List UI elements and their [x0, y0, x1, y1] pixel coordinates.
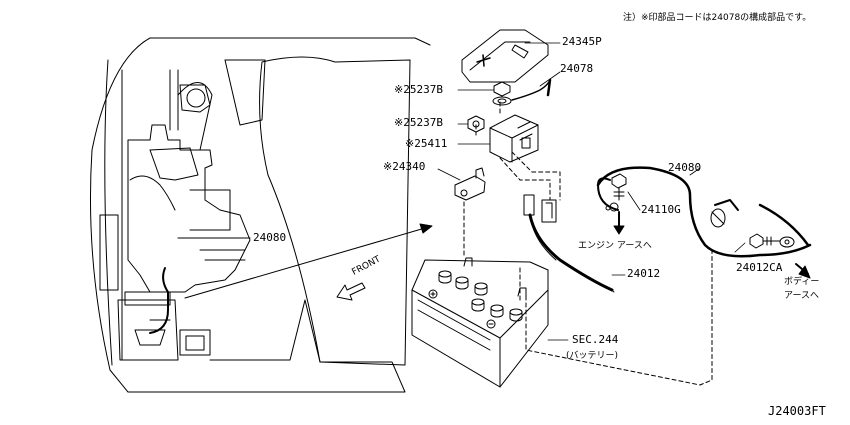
fuse-block-25411 — [489, 114, 539, 163]
body-inner-line — [104, 59, 113, 366]
front-arrow — [336, 282, 366, 301]
part-label-24012CA: 24012CA — [736, 261, 783, 274]
part-label-25411: ※25411 — [405, 137, 448, 150]
battery — [411, 257, 549, 388]
zoom-arrowhead — [419, 223, 433, 234]
lower-frame — [117, 299, 179, 361]
nut-25237B-top — [492, 81, 512, 106]
hose-1 — [129, 175, 176, 211]
cover-24345P — [461, 29, 549, 83]
part-label-24078: 24078 — [560, 62, 594, 75]
battery-note: (バッテリー) — [566, 351, 619, 361]
cable-in-car — [149, 267, 169, 334]
hose-2 — [177, 82, 213, 151]
body-earth-note-line2: アースへ — [784, 291, 820, 301]
engine-earth-note: エンジン アースへ — [578, 241, 652, 251]
part-label-24080-left: 24080 — [253, 231, 287, 244]
bolt-24110G — [611, 173, 627, 201]
battery-terminals — [428, 257, 527, 329]
part-label-24110G: 24110G — [641, 203, 681, 216]
ground-arrows — [613, 211, 811, 279]
bolt-24012CA — [749, 233, 795, 249]
hood-outline — [89, 37, 431, 393]
footnote: 注）※印部品コードは24078の構成部品です。 — [623, 13, 812, 23]
strut — [169, 69, 179, 131]
part-label-24345P: 24345P — [562, 35, 602, 48]
part-label-25237B-1: ※25237B — [394, 83, 443, 96]
radiator-frame — [224, 59, 266, 126]
engine-block — [127, 124, 251, 293]
vehicle-leaders — [177, 223, 433, 301]
dashed-guides — [463, 101, 713, 386]
intake-manifold — [149, 147, 199, 181]
part-label-sec244: SEC.244 — [572, 333, 619, 346]
cable-24012 — [523, 194, 615, 293]
label-leaders — [437, 42, 746, 341]
nut-25237B-mid — [467, 115, 485, 133]
reservoir — [179, 84, 211, 113]
bay-details — [134, 189, 246, 346]
hood-opening — [259, 56, 411, 366]
terminal-clamp-24340 — [454, 167, 486, 201]
part-label-24012: 24012 — [627, 267, 661, 280]
battery-caps — [438, 270, 523, 322]
part-label-25237B-2: ※25237B — [394, 116, 443, 129]
body-earth-note-line1: ボディー — [784, 277, 820, 287]
battery-tray — [124, 291, 171, 306]
cap — [186, 88, 206, 108]
diagram-code: J24003FT — [768, 404, 826, 418]
side-panel — [99, 214, 119, 291]
zoom-arrow-line — [184, 227, 426, 299]
corner-detail — [179, 329, 211, 356]
vehicle-engine-bay — [89, 37, 431, 393]
cable-24080 — [596, 166, 812, 258]
part-label-24080-right: 24080 — [668, 161, 702, 174]
cable-24078 — [511, 78, 552, 101]
part-label-24340: ※24340 — [383, 160, 426, 173]
